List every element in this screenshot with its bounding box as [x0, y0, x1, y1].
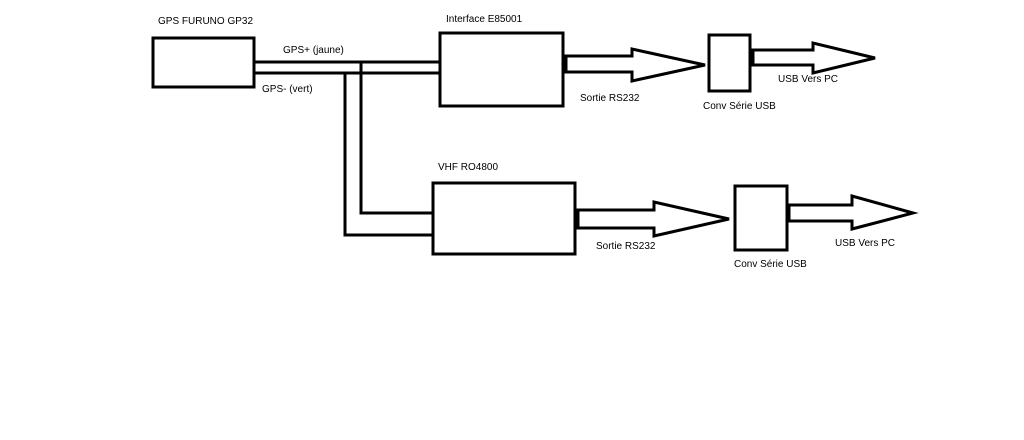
gps-plus-wire-to-vhf	[359, 60, 435, 215]
gps-furuno-label: GPS FURUNO GP32	[158, 16, 253, 27]
gps-minus-wire-to-vhf	[343, 71, 435, 237]
vhf-ro4800-label: VHF RO4800	[438, 162, 498, 173]
gps-plus-wire-label: GPS+ (jaune)	[283, 45, 344, 56]
vhf-usb-to-pc-label: USB Vers PC	[835, 238, 895, 249]
gps-furuno-box	[151, 36, 256, 89]
interface-usb-converter-label: Conv Série USB	[703, 101, 776, 112]
vhf-usb-converter-box	[733, 184, 789, 252]
interface-usb-converter-box	[707, 33, 752, 93]
interface-usb-to-pc-arrow	[751, 41, 876, 75]
interface-rs232-output-label: Sortie RS232	[580, 93, 640, 104]
interface-e85001-box	[438, 31, 565, 108]
vhf-usb-converter-label: Conv Série USB	[734, 259, 807, 270]
interface-usb-to-pc-label: USB Vers PC	[778, 74, 838, 85]
interface-e85001-label: Interface E85001	[446, 14, 523, 25]
interface-rs232-output-arrow	[564, 47, 706, 83]
gps-minus-wire-label: GPS- (vert)	[262, 84, 313, 95]
vhf-rs232-output-label: Sortie RS232	[596, 241, 656, 252]
vhf-ro4800-box	[431, 181, 577, 256]
vhf-usb-to-pc-arrow	[787, 194, 919, 231]
vhf-rs232-output-arrow	[576, 200, 730, 238]
